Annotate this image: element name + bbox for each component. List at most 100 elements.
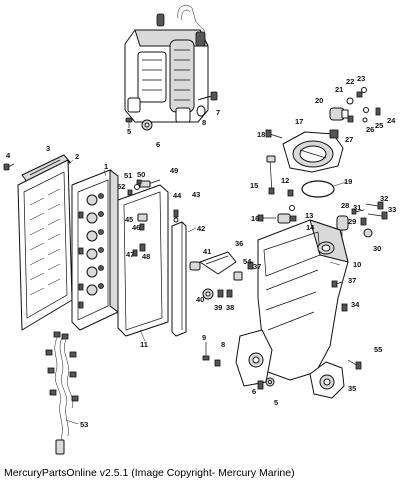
callout-46: 46	[132, 223, 141, 232]
part-16	[257, 214, 276, 222]
screw-18	[265, 129, 283, 139]
washer-8	[196, 105, 206, 117]
callout-36: 36	[235, 239, 244, 248]
callout-34: 34	[351, 300, 360, 309]
screw-9	[202, 342, 210, 361]
callout-33: 33	[388, 205, 397, 214]
callout-19: 19	[344, 177, 353, 186]
sensor-14	[277, 213, 297, 224]
callout-39: 39	[214, 303, 223, 312]
part-51	[134, 184, 140, 190]
callout-32: 32	[380, 194, 389, 203]
part-45	[137, 213, 148, 222]
leader-lines	[65, 159, 347, 425]
callout-3: 3	[46, 144, 51, 153]
screw-37	[331, 280, 343, 288]
callout-25: 25	[375, 121, 384, 130]
callout-41: 41	[203, 247, 212, 256]
part-27	[347, 115, 354, 123]
part-34	[341, 303, 348, 312]
callout-27: 27	[345, 135, 354, 144]
part-46	[139, 223, 145, 231]
intake-manifold-1	[71, 169, 119, 331]
part-48	[132, 249, 138, 257]
screw-55	[347, 359, 362, 370]
screw-4	[3, 163, 15, 171]
part-26	[362, 117, 368, 123]
callout-10: 10	[353, 260, 362, 269]
sensor-15	[266, 155, 276, 195]
callout-29: 29	[348, 217, 357, 226]
part-30	[363, 228, 373, 238]
callout-13: 13	[305, 211, 314, 220]
callout-4: 4	[6, 151, 11, 160]
wire-harness-53	[45, 331, 79, 455]
callout-24: 24	[387, 116, 396, 125]
part-25	[363, 107, 369, 113]
callout-6-bottom: 6	[252, 387, 257, 396]
part-37-b	[247, 261, 254, 270]
callout-31: 31	[353, 203, 362, 212]
callout-5-bottom: 5	[274, 398, 279, 407]
screw-5-bottom	[257, 380, 264, 390]
part-54	[233, 271, 243, 281]
callout-5: 5	[127, 127, 132, 136]
part-8-bottom	[214, 359, 221, 367]
callout-11: 11	[140, 340, 148, 349]
bar-42	[171, 221, 187, 337]
callout-9: 9	[202, 333, 207, 342]
fuel-pump-assembly	[124, 5, 209, 123]
part-13	[289, 205, 295, 211]
part-31	[351, 208, 365, 215]
callout-30: 30	[373, 244, 382, 253]
callout-20: 20	[315, 96, 324, 105]
callout-45: 45	[125, 215, 134, 224]
callout-28: 28	[341, 201, 350, 210]
screw-7	[197, 91, 218, 101]
part-50	[136, 179, 142, 185]
callout-15: 15	[250, 181, 259, 190]
callout-26: 26	[366, 125, 375, 134]
sensor-28	[336, 215, 349, 238]
callout-2: 2	[75, 152, 80, 161]
part-12	[287, 189, 294, 197]
part-38	[226, 289, 233, 298]
screw-32	[365, 201, 384, 210]
callout-50: 50	[137, 170, 146, 179]
callout-17: 17	[295, 117, 304, 126]
callout-38: 38	[226, 303, 235, 312]
throttle-body-17	[282, 129, 344, 173]
injector-row	[78, 193, 104, 309]
part-24	[375, 107, 381, 116]
callout-51: 51	[124, 171, 133, 180]
parts-diagram	[3, 5, 388, 455]
part-52	[127, 189, 133, 196]
part-40	[202, 288, 214, 300]
copyright-caption: MercuryPartsOnline v2.5.1 (Image Copyrig…	[4, 467, 295, 479]
callout-37: 37	[348, 276, 357, 285]
part-41	[189, 261, 201, 271]
gasket-2	[17, 159, 73, 331]
part-44	[173, 217, 179, 223]
callout-48: 48	[142, 252, 151, 261]
part-43	[173, 209, 179, 218]
callout-1: 1	[104, 162, 109, 171]
callout-42: 42	[197, 224, 206, 233]
callout-47: 47	[126, 250, 135, 259]
bracket-36	[199, 251, 237, 275]
plenum-10	[257, 219, 349, 381]
callout-14: 14	[306, 223, 315, 232]
callout-12: 12	[281, 176, 290, 185]
callout-7: 7	[216, 108, 221, 117]
callout-37b: 37	[253, 262, 262, 271]
callout-35: 35	[348, 384, 357, 393]
gasket-11	[117, 184, 169, 337]
part-23	[361, 87, 367, 93]
callout-18: 18	[257, 130, 266, 139]
screw-33	[367, 211, 388, 220]
part-47	[139, 243, 146, 252]
exploded-parts-drawing	[3, 5, 388, 455]
callout-54: 54	[243, 257, 252, 266]
callout-44: 44	[173, 191, 182, 200]
part-21	[346, 97, 354, 105]
